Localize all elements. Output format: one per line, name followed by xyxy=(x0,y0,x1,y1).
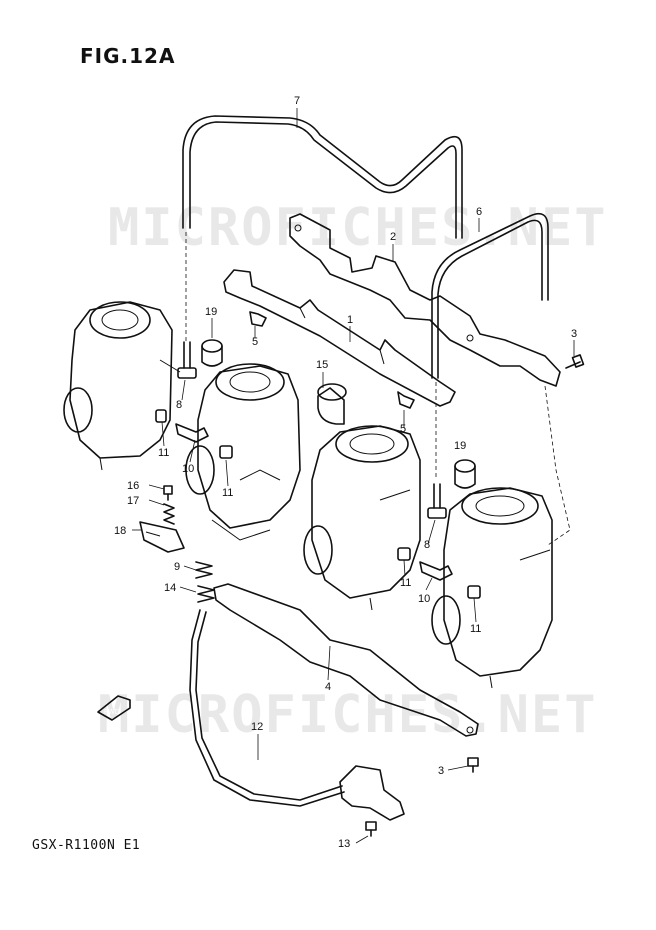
callout-7: 7 xyxy=(294,95,300,107)
figure-title: FIG.12A xyxy=(80,44,176,68)
carburetor-4[interactable] xyxy=(431,487,553,689)
part-1-rod-bracket[interactable] xyxy=(223,269,456,407)
callout-15: 15 xyxy=(316,359,328,371)
callout-10-right: 10 xyxy=(418,593,430,605)
part-17-spring[interactable] xyxy=(163,503,175,525)
callout-12: 12 xyxy=(251,721,263,733)
callout-16: 16 xyxy=(127,480,139,492)
part-8-nipple-left[interactable] xyxy=(177,341,197,379)
callout-14: 14 xyxy=(164,582,176,594)
part-4-hole xyxy=(466,726,474,734)
callout-5-right: 5 xyxy=(400,423,406,435)
part-8-nipple-right[interactable] xyxy=(427,483,447,519)
fwd-label: FWD xyxy=(104,709,120,716)
part-4-plate[interactable] xyxy=(213,583,479,737)
part-2-hole-a xyxy=(294,224,302,232)
part-14-seal[interactable] xyxy=(197,585,215,603)
callout-4: 4 xyxy=(325,681,331,693)
callout-5-left: 5 xyxy=(252,336,258,348)
watermark-top: MICROFICHES.NET xyxy=(108,198,608,258)
part-2-hole-b xyxy=(466,334,474,342)
callout-3-top: 3 xyxy=(571,328,577,340)
part-3-bolt-top[interactable] xyxy=(565,354,585,369)
callout-11-d: 11 xyxy=(470,623,481,635)
callout-6: 6 xyxy=(476,206,482,218)
part-10-joint-left[interactable] xyxy=(175,423,209,443)
part-11-cap-c[interactable] xyxy=(397,547,411,561)
part-10-joint-right[interactable] xyxy=(419,561,453,581)
callout-17: 17 xyxy=(127,495,139,507)
part-3-bolt-bottom[interactable] xyxy=(467,757,479,773)
part-13-screw[interactable] xyxy=(365,821,377,837)
part-16-screw[interactable] xyxy=(163,485,173,501)
callout-18: 18 xyxy=(114,525,126,537)
callout-labels: 7 6 2 1 3 19 5 15 8 5 19 10 11 11 16 17 … xyxy=(114,95,577,850)
part-5-clip-right[interactable] xyxy=(397,391,415,409)
part-2-guide-line xyxy=(544,385,571,546)
part-5-clip-left[interactable] xyxy=(249,311,267,327)
callout-9: 9 xyxy=(174,561,180,573)
callout-8-right: 8 xyxy=(424,539,430,551)
part-19-cap-right[interactable] xyxy=(454,459,476,489)
part-2-bracket[interactable] xyxy=(289,213,561,387)
callout-2: 2 xyxy=(390,231,396,243)
leader-lines xyxy=(132,108,575,844)
carburetor-2[interactable] xyxy=(185,363,301,541)
fwd-arrow-icon: FWD xyxy=(97,695,131,721)
part-19-cap-left[interactable] xyxy=(201,339,223,367)
callout-8-left: 8 xyxy=(176,399,182,411)
part-12-cable[interactable] xyxy=(189,609,405,821)
part-6-hose[interactable] xyxy=(431,212,549,379)
part-15-elbow[interactable] xyxy=(317,383,347,425)
part-11-cap-b[interactable] xyxy=(219,445,233,459)
part-9-spring[interactable] xyxy=(195,561,213,579)
callout-11-b: 11 xyxy=(222,487,233,499)
callout-10-left: 10 xyxy=(182,463,194,475)
callout-13: 13 xyxy=(338,838,350,850)
callout-19-left: 19 xyxy=(205,306,217,318)
part-7-hose[interactable] xyxy=(182,115,463,239)
callout-19-right: 19 xyxy=(454,440,466,452)
carburetor-3[interactable] xyxy=(303,425,421,611)
callout-1: 1 xyxy=(347,314,353,326)
carburetor-1[interactable] xyxy=(63,301,181,471)
model-code: GSX-R1100N E1 xyxy=(32,838,141,853)
part-11-cap-d[interactable] xyxy=(467,585,481,599)
part-11-cap-a[interactable] xyxy=(155,409,167,423)
part-18-plate[interactable] xyxy=(139,521,185,553)
callout-11-a: 11 xyxy=(158,447,169,459)
callout-11-c: 11 xyxy=(400,577,411,589)
watermark-bottom: MICROFICHES.NET xyxy=(98,685,598,745)
callout-3-bottom: 3 xyxy=(438,765,444,777)
